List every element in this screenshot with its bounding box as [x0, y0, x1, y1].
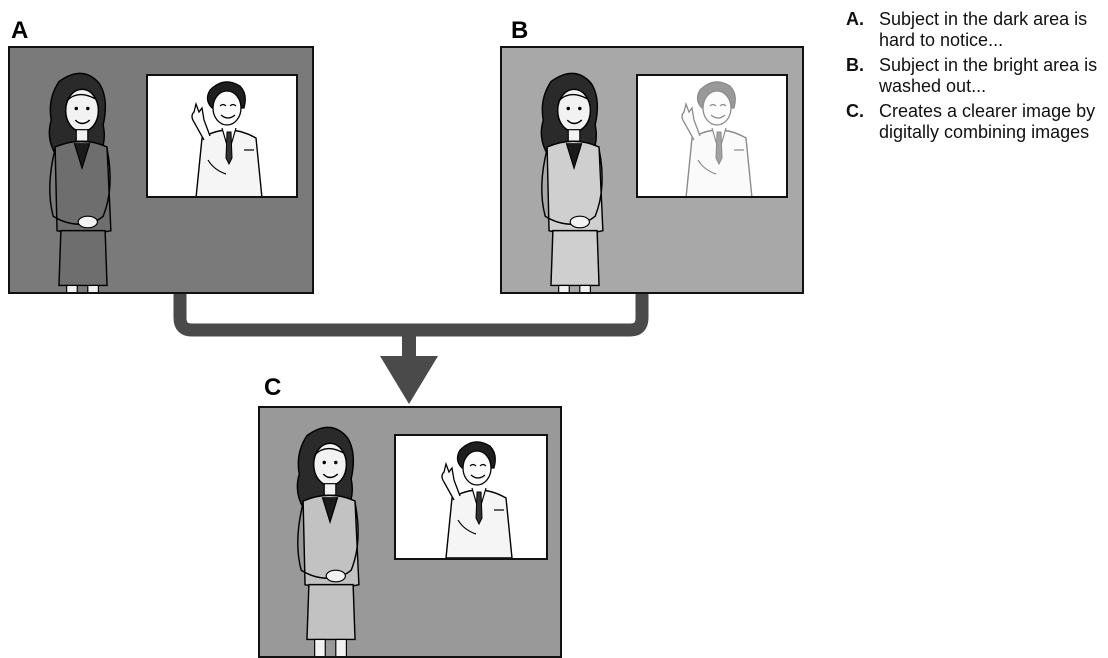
man-figure [422, 438, 526, 558]
panel-label-c: C [264, 374, 282, 401]
legend-text: Subject in the bright area is washed out… [879, 55, 1098, 96]
panel-label-b: B [511, 17, 529, 44]
legend: A. Subject in the dark area is hard to n… [846, 9, 1108, 147]
panel-label-a: A [11, 17, 29, 44]
photo-frame [394, 434, 548, 560]
legend-item-a: A. Subject in the dark area is hard to n… [846, 9, 1108, 51]
panel-b-bright-image [500, 46, 804, 294]
photo-frame [636, 74, 788, 198]
panel-c-combined-image [258, 406, 562, 658]
legend-key: C. [846, 101, 864, 121]
legend-key: B. [846, 55, 864, 75]
legend-text: Subject in the dark area is hard to noti… [879, 9, 1088, 50]
photo-frame [146, 74, 298, 198]
legend-item-c: C. Creates a clearer image by digitally … [846, 101, 1108, 143]
woman-figure [286, 426, 376, 658]
legend-item-b: B. Subject in the bright area is washed … [846, 55, 1108, 97]
legend-text: Creates a clearer image by digitally com… [879, 101, 1096, 142]
legend-key: A. [846, 9, 864, 29]
panel-a-dark-image [8, 46, 314, 294]
